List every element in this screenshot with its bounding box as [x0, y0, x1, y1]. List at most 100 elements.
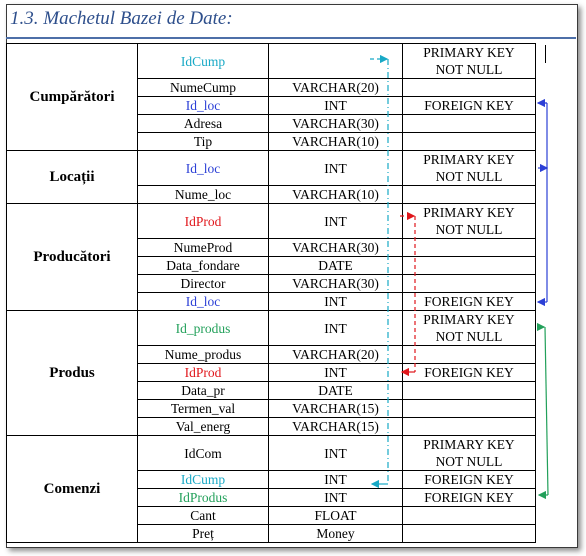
field-type: VARCHAR(10)	[268, 132, 403, 151]
field-constraint	[402, 399, 536, 418]
field-type	[268, 43, 403, 79]
constraint-line: FOREIGN KEY	[424, 472, 514, 487]
field-constraint	[402, 238, 536, 257]
field-name: IdCom	[137, 435, 269, 471]
constraint-line: PRIMARY KEY	[423, 45, 515, 60]
constraint-line: FOREIGN KEY	[424, 490, 514, 505]
field-type: VARCHAR(30)	[268, 274, 403, 293]
field-name: Id_loc	[137, 96, 269, 115]
field-name: IdCump	[137, 43, 269, 79]
field-constraint	[402, 506, 536, 525]
field-type: Money	[268, 524, 403, 543]
field-type: INT	[268, 488, 403, 507]
field-name: Preț	[137, 524, 269, 543]
field-constraint	[402, 132, 536, 151]
field-name: Id_loc	[137, 292, 269, 311]
field-type: VARCHAR(15)	[268, 399, 403, 418]
constraint-line: PRIMARY KEY	[423, 152, 515, 167]
field-name: Cant	[137, 506, 269, 525]
field-constraint	[402, 524, 536, 543]
field-name: IdProd	[137, 363, 269, 382]
field-type: INT	[268, 470, 403, 489]
field-type: VARCHAR(10)	[268, 185, 403, 204]
field-name: NumeProd	[137, 238, 269, 257]
constraint-line: NOT NULL	[435, 329, 503, 344]
entity-name: Cumpărători	[6, 43, 138, 151]
field-type: DATE	[268, 381, 403, 400]
entity-name: Comenzi	[6, 435, 138, 543]
field-name: Nume_loc	[137, 185, 269, 204]
entity-name: Locații	[6, 150, 138, 204]
section-heading: 1.3. Machetul Bazei de Date:	[10, 8, 233, 29]
field-name: Nume_produs	[137, 345, 269, 364]
field-type: INT	[268, 292, 403, 311]
field-name: Termen_val	[137, 399, 269, 418]
field-type: VARCHAR(20)	[268, 345, 403, 364]
constraint-line: PRIMARY KEY	[423, 205, 515, 220]
field-name: IdCump	[137, 470, 269, 489]
constraint-line: PRIMARY KEY	[423, 437, 515, 452]
field-constraint: PRIMARY KEY NOT NULL	[402, 150, 536, 186]
field-name: Director	[137, 274, 269, 293]
field-type: INT	[268, 96, 403, 115]
field-constraint	[402, 274, 536, 293]
field-constraint: FOREIGN KEY	[402, 96, 536, 115]
field-type: DATE	[268, 256, 403, 275]
constraint-line: NOT NULL	[435, 454, 503, 469]
field-constraint	[402, 417, 536, 436]
field-name: IdProd	[137, 203, 269, 239]
field-constraint	[402, 381, 536, 400]
field-constraint: FOREIGN KEY	[402, 363, 536, 382]
field-constraint	[402, 256, 536, 275]
constraint-line: PRIMARY KEY	[423, 312, 515, 327]
field-type: VARCHAR(30)	[268, 114, 403, 133]
field-name: Adresa	[137, 114, 269, 133]
field-name: IdProdus	[137, 488, 269, 507]
entity-name: Producători	[6, 203, 138, 311]
field-name: NumeCump	[137, 78, 269, 97]
field-type: VARCHAR(30)	[268, 238, 403, 257]
constraint-line: FOREIGN KEY	[424, 98, 514, 113]
constraint-line: NOT NULL	[435, 62, 503, 77]
field-constraint	[402, 78, 536, 97]
heading-underline	[6, 37, 576, 39]
field-constraint: PRIMARY KEY NOT NULL	[402, 435, 536, 471]
field-name: Id_loc	[137, 150, 269, 186]
field-constraint	[402, 185, 536, 204]
constraint-line: FOREIGN KEY	[424, 294, 514, 309]
field-type: FLOAT	[268, 506, 403, 525]
field-name: Data_pr	[137, 381, 269, 400]
entity-name: Produs	[6, 310, 138, 436]
field-constraint: PRIMARY KEY NOT NULL	[402, 43, 536, 79]
constraint-line: NOT NULL	[435, 169, 503, 184]
field-name: Data_fondare	[137, 256, 269, 275]
field-type: INT	[268, 435, 403, 471]
field-constraint	[402, 114, 536, 133]
field-name: Val_energ	[137, 417, 269, 436]
constraint-line: FOREIGN KEY	[424, 365, 514, 380]
field-type: VARCHAR(15)	[268, 417, 403, 436]
field-type: INT	[268, 150, 403, 186]
field-name: Id_produs	[137, 310, 269, 346]
field-constraint: FOREIGN KEY	[402, 292, 536, 311]
field-constraint	[402, 345, 536, 364]
field-name: Tip	[137, 132, 269, 151]
field-type: VARCHAR(20)	[268, 78, 403, 97]
